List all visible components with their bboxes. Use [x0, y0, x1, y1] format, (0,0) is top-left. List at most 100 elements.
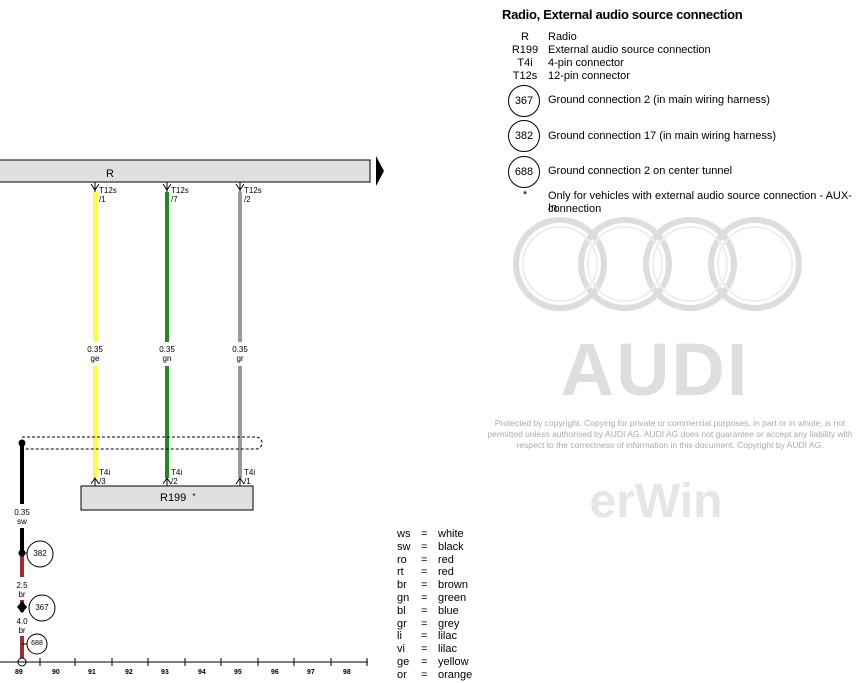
- radio-component-label: R: [106, 168, 114, 180]
- color-legend-name: blue: [438, 604, 459, 617]
- legend-desc: 4-pin connector: [548, 57, 624, 69]
- color-legend-abbr: ge: [397, 655, 410, 668]
- ground-desc: Ground connection 2 (in main wiring harn…: [548, 94, 770, 106]
- ground-code-circle: 367: [508, 85, 540, 117]
- color-legend-row: sw = black: [397, 541, 472, 554]
- color-legend-eq: =: [421, 617, 428, 630]
- wire3-bot-conn: T4i/1: [244, 468, 256, 486]
- color-legend-eq: =: [421, 630, 428, 643]
- color-legend-name: red: [438, 553, 454, 566]
- wire-shield: [22, 436, 263, 450]
- legend-code: R199: [511, 44, 539, 56]
- legend-code: R: [521, 31, 529, 43]
- color-legend-abbr: gn: [397, 591, 410, 604]
- audi-rings-logo: [513, 217, 802, 311]
- wire2-bot-conn: T4i/2: [171, 468, 183, 486]
- ground-ref-382: 382: [33, 549, 47, 558]
- ground-ref-367-circle: [28, 594, 56, 622]
- color-legend-eq: =: [421, 655, 428, 668]
- color-legend-abbr: ro: [397, 553, 407, 566]
- color-legend-name: brown: [438, 579, 468, 592]
- radio-component-box: [0, 159, 371, 183]
- pin-marks-bottom: [90, 477, 245, 486]
- color-legend-row: or = orange: [397, 669, 472, 682]
- color-legend-eq: =: [421, 604, 428, 617]
- track-numbers: 89 90 91 92 93 94 95 96 97 98: [15, 669, 351, 676]
- color-legend-row: rt = red: [397, 566, 472, 579]
- color-legend-row: ws = white: [397, 528, 472, 541]
- color-legend-row: li = lilac: [397, 630, 472, 643]
- continuation-arrow-icon: [376, 156, 384, 186]
- legend-code: T4i: [517, 57, 533, 69]
- color-legend-eq: =: [421, 566, 428, 579]
- color-legend-row: bl = blue: [397, 605, 472, 618]
- color-legend-name: lilac: [438, 630, 457, 643]
- ground-desc: Ground connection 2 on center tunnel: [548, 165, 733, 177]
- color-legend-abbr: ws: [397, 528, 411, 540]
- pin-marks-top: [90, 182, 245, 192]
- wire1-bot-conn: T4i/3: [99, 468, 111, 486]
- wire2-top-conn: T12s/7: [171, 186, 189, 204]
- color-legend-name: yellow: [438, 655, 469, 668]
- color-legend-eq: =: [421, 643, 428, 656]
- color-legend-row: gr = grey: [397, 618, 472, 631]
- color-legend-eq: =: [421, 668, 428, 681]
- legend-desc: 12-pin connector: [548, 70, 630, 82]
- color-legend-name: lilac: [438, 643, 457, 656]
- shield-junction-dot: [18, 439, 26, 447]
- color-legend-name: white: [438, 528, 464, 540]
- color-legend-name: green: [438, 591, 467, 604]
- color-legend-abbr: bl: [397, 604, 406, 617]
- color-legend-abbr: rt: [397, 566, 404, 579]
- ground-code-circle: 382: [508, 120, 540, 152]
- color-legend-name: orange: [438, 668, 473, 681]
- color-legend-row: vi = lilac: [397, 643, 472, 656]
- audi-brand-watermark: AUDI: [560, 328, 750, 411]
- color-legend-row: gn = green: [397, 592, 472, 605]
- wire1-top-conn: T12s/1: [99, 186, 117, 204]
- erwin-watermark: erWin: [589, 475, 723, 528]
- ground-ref-382-circle: [26, 540, 54, 568]
- ground-desc: Ground connection 17 (in main wiring har…: [548, 130, 777, 142]
- color-legend-name: black: [438, 540, 464, 553]
- copyright-notice: Protected by copyright. Copying for priv…: [487, 418, 853, 450]
- footnote-line1: Only for vehicles with external audio so…: [548, 190, 852, 214]
- color-legend-eq: =: [421, 591, 428, 604]
- wire3-top-conn: T12s/2: [244, 186, 262, 204]
- color-legend-eq: =: [421, 528, 428, 540]
- ground-ref-688: 688: [31, 640, 43, 647]
- color-legend-eq: =: [421, 540, 428, 553]
- page-title: Radio, External audio source connection: [502, 7, 743, 22]
- color-legend-eq: =: [421, 553, 428, 566]
- color-legend-row: br = brown: [397, 579, 472, 592]
- ground-ref-688-circle: [26, 633, 48, 655]
- color-legend-abbr: or: [397, 668, 407, 681]
- wiring-diagram: R: [0, 156, 384, 667]
- legend-code: T12s: [512, 70, 538, 82]
- color-legend-abbr: vi: [397, 643, 405, 656]
- color-legend-row: ge = yellow: [397, 656, 472, 669]
- footnote-symbol: *: [522, 189, 528, 201]
- color-legend-name: grey: [438, 617, 460, 630]
- color-legend-row: ro = red: [397, 554, 472, 567]
- legend-desc: External audio source connection: [548, 44, 711, 56]
- color-legend-name: red: [438, 566, 454, 579]
- color-legend-abbr: gr: [397, 617, 407, 630]
- legend-desc: Radio: [548, 31, 577, 43]
- ground-code-circle: 688: [508, 156, 540, 188]
- color-legend-eq: =: [421, 579, 428, 592]
- color-legend-abbr: sw: [397, 540, 411, 553]
- footnote-line2: connection: [548, 203, 602, 215]
- color-legend-abbr: br: [397, 579, 407, 592]
- ground-ref-367: 367: [35, 603, 49, 612]
- r199-component-label: R199 *: [160, 492, 196, 504]
- color-legend-abbr: li: [397, 630, 402, 643]
- track-ticks: [39, 658, 368, 666]
